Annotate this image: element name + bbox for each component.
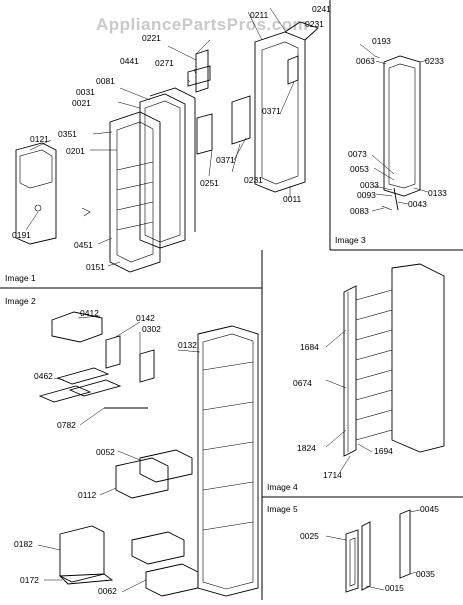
part-label-0201: 0201 — [66, 146, 85, 156]
part-label-0073: 0073 — [348, 149, 367, 159]
part-label-0025: 0025 — [300, 531, 319, 541]
part-label-0674: 0674 — [293, 378, 312, 388]
panel-title-image1: Image 1 — [5, 273, 36, 283]
part-label-0132: 0132 — [178, 340, 197, 350]
part-label-0033: 0033 — [360, 180, 379, 190]
part-label-0371-a: 0371 — [262, 106, 281, 116]
part-label-1714: 1714 — [323, 470, 342, 480]
part-label-0011: 0011 — [283, 194, 302, 204]
part-label-0151: 0151 — [86, 262, 105, 272]
part-label-0351: 0351 — [58, 129, 77, 139]
part-label-0133: 0133 — [428, 188, 447, 198]
part-label-0191: 0191 — [12, 230, 31, 240]
part-label-0231-a: 0231 — [305, 19, 324, 29]
part-label-1694: 1694 — [374, 446, 393, 456]
part-label-1684: 1684 — [300, 342, 319, 352]
part-label-1824: 1824 — [297, 443, 316, 453]
part-label-0121: 0121 — [30, 134, 49, 144]
image4-drawing — [325, 263, 445, 473]
part-label-0045: 0045 — [420, 504, 439, 514]
part-label-0251: 0251 — [200, 178, 219, 188]
part-label-0211: 0211 — [250, 10, 269, 20]
part-label-0451: 0451 — [74, 240, 93, 250]
part-label-0233: 0233 — [425, 56, 444, 66]
part-label-0441: 0441 — [120, 56, 139, 66]
panel-title-image5: Image 5 — [267, 504, 298, 514]
part-label-0241: 0241 — [312, 4, 331, 14]
watermark-text: AppliancePartsPros.com — [96, 15, 308, 34]
panel-title-image3: Image 3 — [335, 235, 366, 245]
part-label-0052: 0052 — [96, 447, 115, 457]
part-label-0782: 0782 — [57, 420, 76, 430]
part-label-0302: 0302 — [142, 324, 161, 334]
part-label-0193: 0193 — [372, 36, 391, 46]
part-label-0231-b: 0231 — [244, 175, 263, 185]
part-label-0371-b: 0371 — [216, 155, 235, 165]
part-label-0021: 0021 — [72, 98, 91, 108]
image5-drawing — [325, 509, 421, 593]
part-label-0142: 0142 — [136, 313, 155, 323]
part-label-0172: 0172 — [20, 575, 39, 585]
image2-drawing — [37, 311, 259, 597]
part-label-0063: 0063 — [356, 56, 375, 66]
part-label-0462: 0462 — [34, 371, 53, 381]
part-label-0412: 0412 — [80, 308, 99, 318]
part-label-0093: 0093 — [357, 190, 376, 200]
part-label-0053: 0053 — [350, 164, 369, 174]
image1-drawing — [15, 7, 319, 273]
panel-title-image4: Image 4 — [267, 482, 298, 492]
part-label-0221: 0221 — [142, 33, 161, 43]
part-label-0271: 0271 — [155, 58, 174, 68]
part-label-0081: 0081 — [96, 76, 115, 86]
panel-title-image2: Image 2 — [5, 296, 36, 306]
part-label-0031: 0031 — [76, 87, 95, 97]
part-label-0035: 0035 — [416, 569, 435, 579]
part-label-0112: 0112 — [78, 490, 97, 500]
part-label-0043: 0043 — [408, 199, 427, 209]
part-label-0015: 0015 — [385, 583, 404, 593]
part-label-0182: 0182 — [14, 539, 33, 549]
part-label-0083: 0083 — [350, 206, 369, 216]
part-label-0062: 0062 — [98, 586, 117, 596]
image3-drawing — [359, 43, 429, 212]
